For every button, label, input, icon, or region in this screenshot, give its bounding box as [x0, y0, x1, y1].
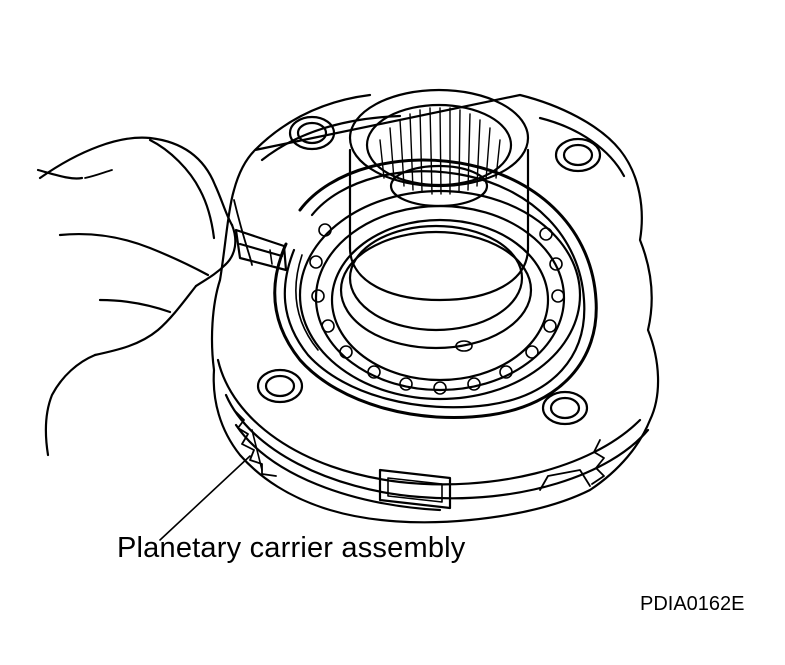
pinion-gears [235, 411, 605, 510]
hand-drawing [36, 136, 237, 457]
carrier-outer-body [210, 93, 660, 524]
figure-id: PDIA0162E [640, 593, 745, 615]
central-hub [339, 88, 533, 350]
carrier-bolt-holes [256, 115, 602, 426]
snap-ring [273, 158, 598, 419]
callout-leader-line [159, 455, 251, 541]
callout-label: Planetary carrier assembly [117, 532, 466, 564]
